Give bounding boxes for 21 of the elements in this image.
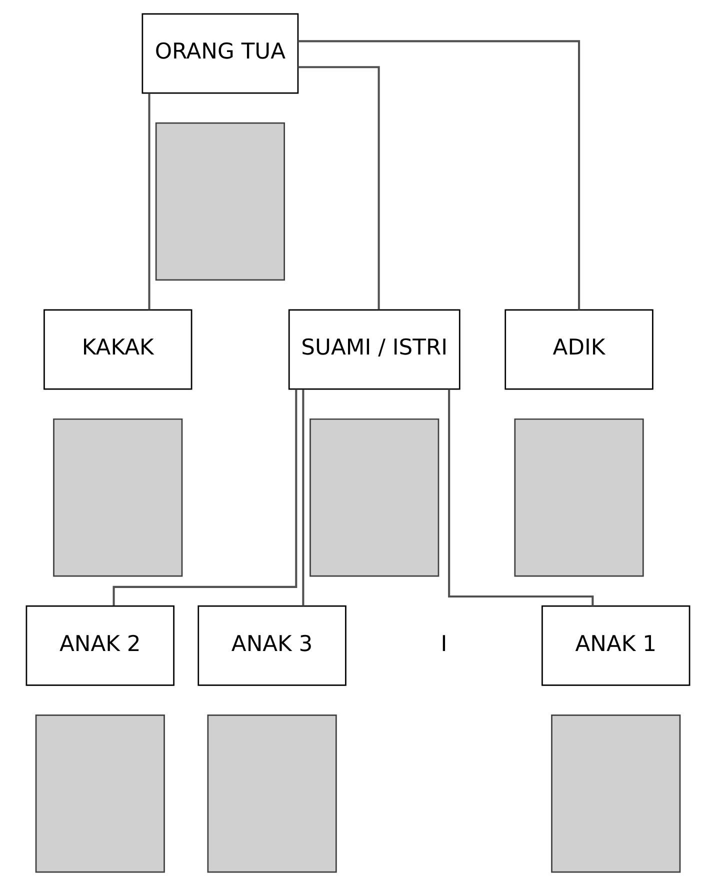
connector — [148, 93, 150, 310]
node-box: ADIK — [504, 309, 653, 390]
node-box: ANAK 1 — [541, 605, 690, 686]
connector — [298, 40, 580, 310]
node-box — [206, 714, 336, 873]
connector — [448, 389, 594, 606]
label: I — [440, 632, 447, 657]
node-box — [309, 418, 439, 577]
node-box: SUAMI / ISTRI — [288, 309, 460, 390]
connector — [302, 389, 304, 606]
node-box — [550, 714, 680, 873]
node-box — [514, 418, 644, 577]
node-box — [34, 714, 164, 873]
connector — [298, 66, 380, 310]
node-box: KAKAK — [43, 309, 192, 390]
node-box: ORANG TUA — [141, 13, 298, 94]
node-box: ANAK 2 — [25, 605, 174, 686]
node-box: ANAK 3 — [197, 605, 346, 686]
node-box — [154, 122, 284, 281]
node-box — [52, 418, 182, 577]
connector — [112, 389, 297, 606]
